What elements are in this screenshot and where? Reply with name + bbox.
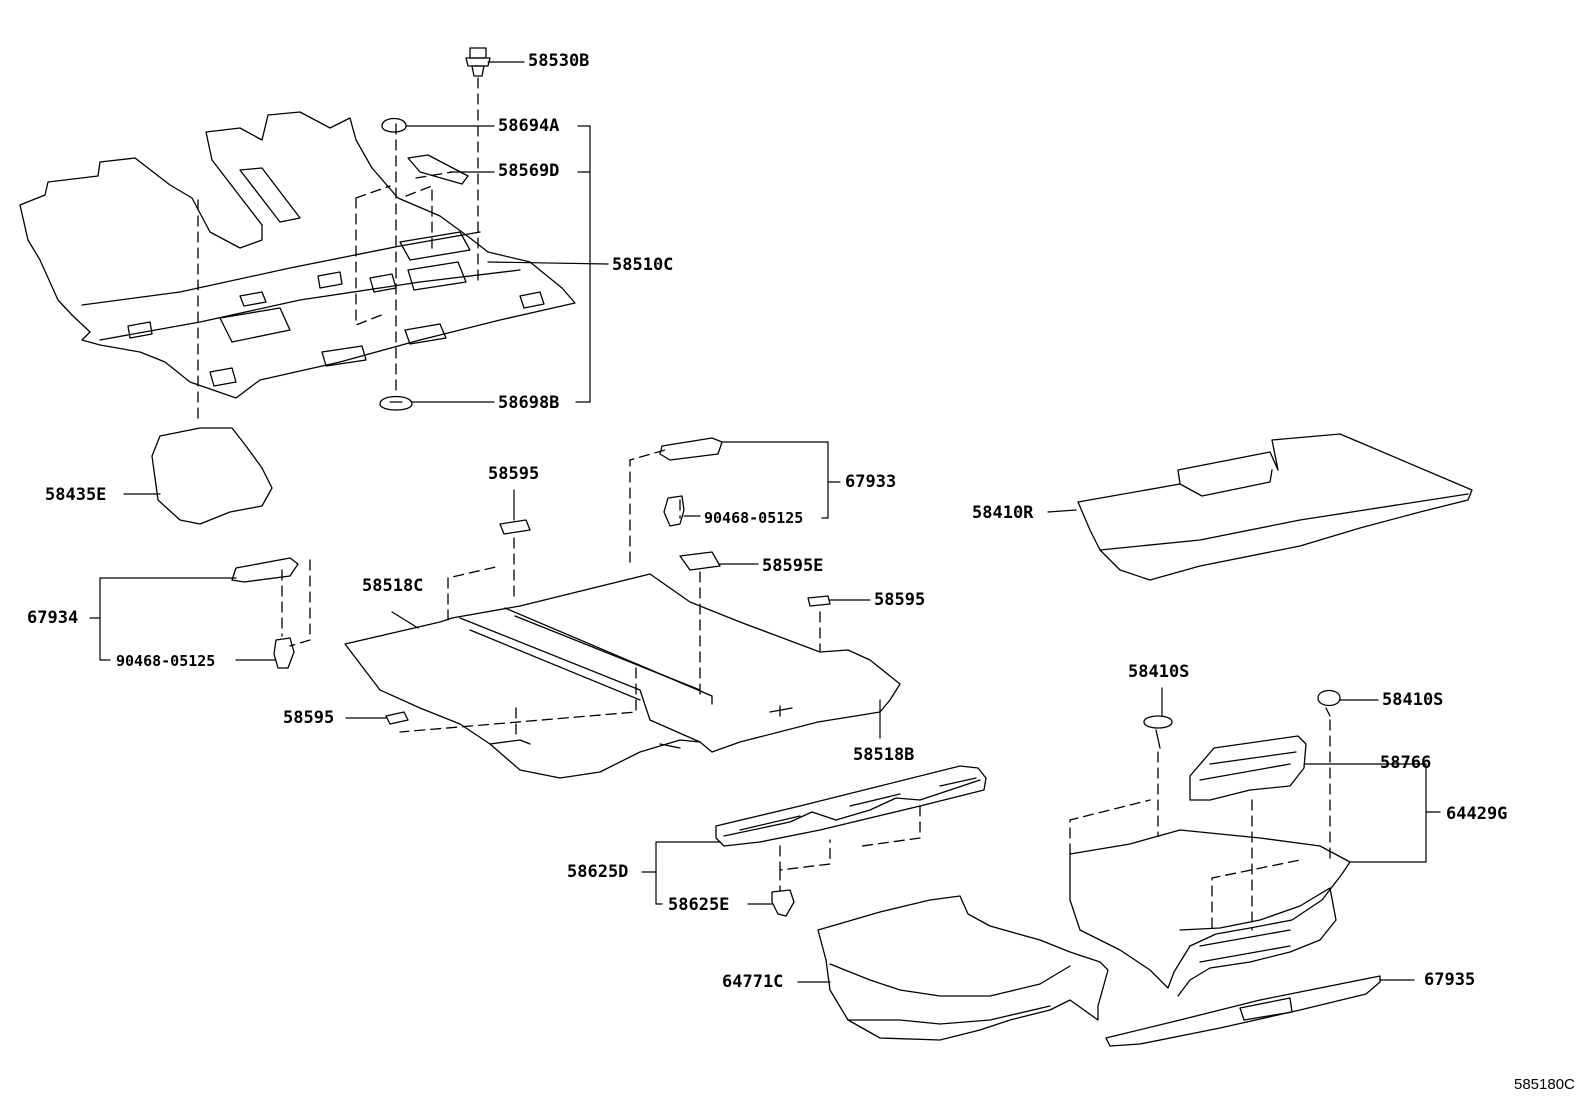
step-plate-58625D xyxy=(715,765,987,847)
trim-67933 xyxy=(659,437,723,461)
part-label-58510C[interactable]: 58510C xyxy=(612,255,674,275)
middle-floor-carpet-58518 xyxy=(344,573,901,779)
clip-90468-top xyxy=(663,495,685,527)
part-label-58698B[interactable]: 58698B xyxy=(498,393,560,413)
part-label-58518C[interactable]: 58518C xyxy=(362,576,424,596)
clip-58410S-right xyxy=(1317,689,1341,717)
clip-58694A xyxy=(381,117,407,133)
part-label-58625E[interactable]: 58625E xyxy=(668,895,730,915)
clip-90468-left xyxy=(273,637,295,669)
clip-58698B xyxy=(379,395,413,411)
pad-58595-top xyxy=(499,519,531,535)
part-label-58410S-left[interactable]: 58410S xyxy=(1128,662,1190,682)
part-label-67935[interactable]: 67935 xyxy=(1424,970,1476,990)
part-label-67933[interactable]: 67933 xyxy=(845,472,897,492)
part-label-90468-05125-left[interactable]: 90468-05125 xyxy=(116,652,216,670)
panel-58766 xyxy=(1189,735,1307,801)
diagram-reference-code: 585180C xyxy=(1514,1076,1575,1093)
part-label-58530B[interactable]: 58530B xyxy=(528,51,590,71)
middle-floor-dashes xyxy=(289,449,821,741)
part-label-67934[interactable]: 67934 xyxy=(27,608,79,628)
cargo-mat-58410R xyxy=(1077,433,1473,581)
part-label-58435E[interactable]: 58435E xyxy=(45,485,107,505)
part-label-58410S-right[interactable]: 58410S xyxy=(1382,690,1444,710)
scuff-plate-67935 xyxy=(1105,975,1381,1047)
clip-58530B xyxy=(465,47,491,77)
part-label-58625D[interactable]: 58625D xyxy=(567,862,629,882)
clip-58410S-left xyxy=(1143,715,1173,749)
trim-67934 xyxy=(231,557,299,583)
part-label-58595-left[interactable]: 58595 xyxy=(283,708,335,728)
pad-58595-right xyxy=(807,595,831,607)
pad-58569D xyxy=(407,154,469,185)
part-label-58595E[interactable]: 58595E xyxy=(762,556,824,576)
part-label-58766[interactable]: 58766 xyxy=(1380,753,1432,773)
clip-58625E xyxy=(771,889,795,917)
leader-lines xyxy=(89,61,1441,983)
mat-58435E xyxy=(151,427,273,525)
front-floor-carpet-58510C xyxy=(19,111,576,399)
part-label-90468-05125-top[interactable]: 90468-05125 xyxy=(704,509,804,527)
part-label-58694A[interactable]: 58694A xyxy=(498,116,560,136)
part-label-64429G[interactable]: 64429G xyxy=(1446,804,1508,824)
tray-64771C xyxy=(817,895,1109,1041)
part-label-58595-right[interactable]: 58595 xyxy=(874,590,926,610)
part-label-58410R[interactable]: 58410R xyxy=(972,503,1034,523)
pad-58595E xyxy=(679,551,721,571)
front-carpet-dashes xyxy=(197,77,479,423)
pad-58595-left xyxy=(385,711,409,725)
part-label-64771C[interactable]: 64771C xyxy=(722,972,784,992)
part-label-58569D[interactable]: 58569D xyxy=(498,161,560,181)
part-label-58518B[interactable]: 58518B xyxy=(853,745,915,765)
part-label-58595-top[interactable]: 58595 xyxy=(488,464,540,484)
trim-box-64429G xyxy=(1069,829,1351,997)
